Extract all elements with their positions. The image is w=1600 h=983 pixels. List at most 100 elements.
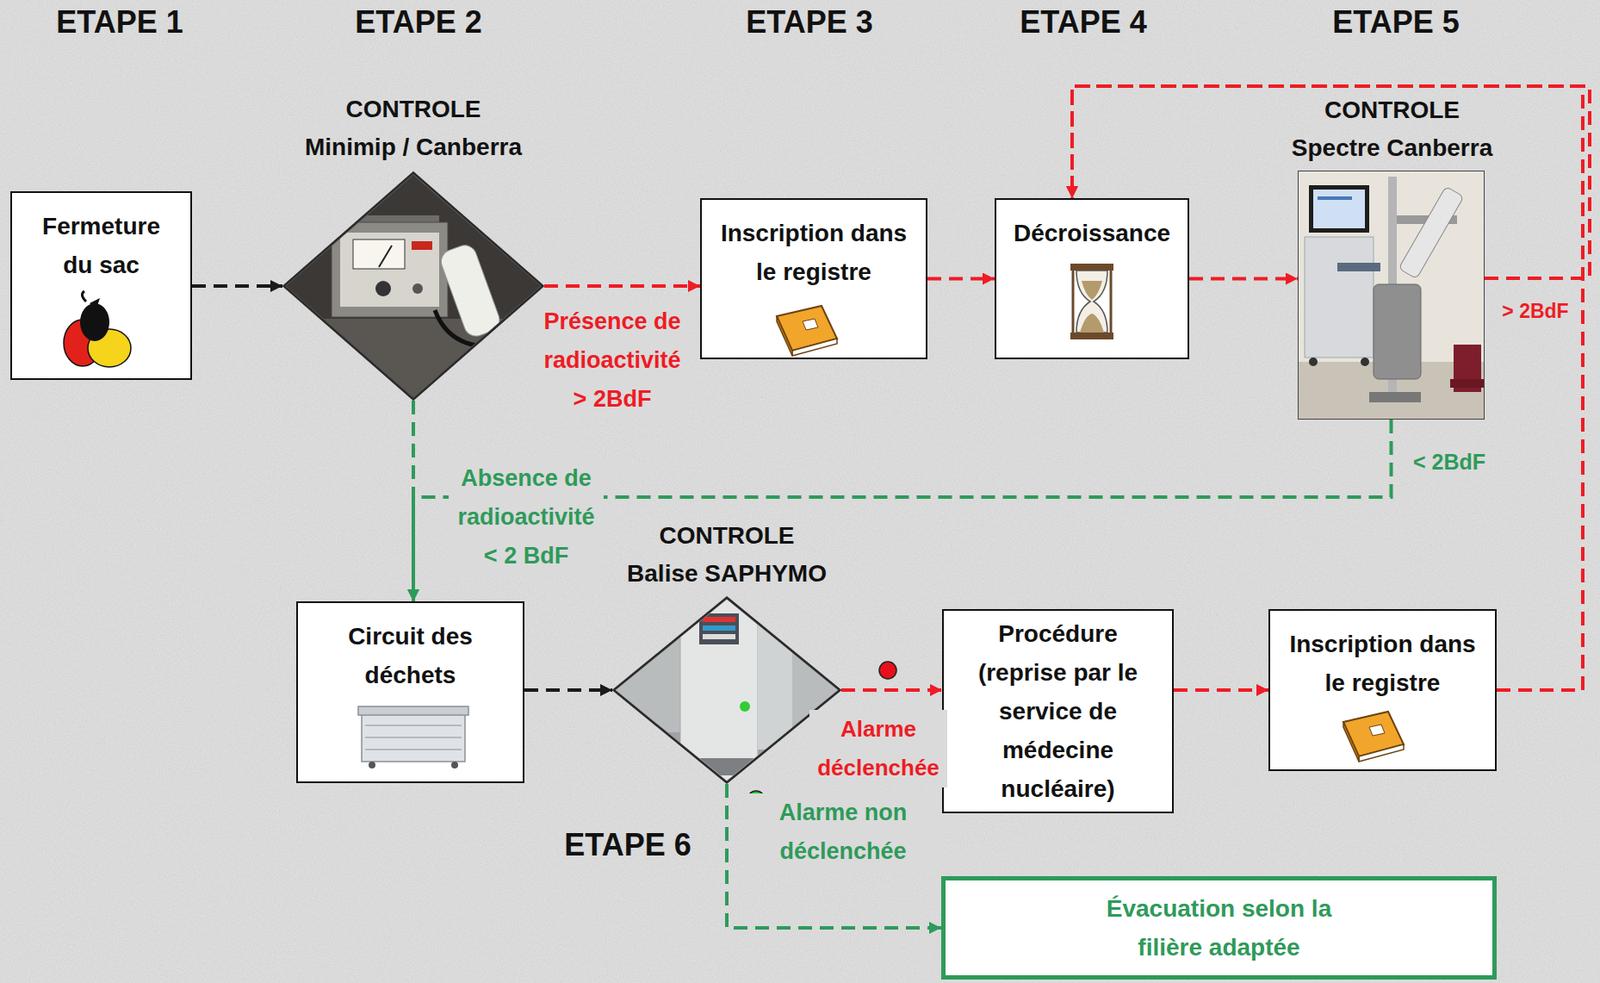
portal-display: [699, 613, 739, 645]
book-spine: [776, 316, 793, 356]
chair-seat: [1450, 378, 1484, 388]
step-label: ETAPE 1: [55, 3, 183, 42]
connector-arrow: [841, 688, 943, 692]
screen-bar: [1317, 196, 1352, 200]
hourglass-glass: [1076, 270, 1108, 333]
connector-arrow: [1072, 86, 1583, 690]
book-pages: [1358, 744, 1404, 762]
edge-label-holder: Absence de radioactivité < 2 BdF: [448, 458, 604, 576]
control-heading: CONTROLE Minimip / Canberra: [300, 90, 527, 167]
photo-table: [282, 318, 545, 401]
edge-label: Présence de radioactivité > 2BdF: [534, 302, 690, 419]
connector-arrow: [1173, 688, 1269, 692]
alarm-dot-red: [879, 661, 897, 679]
photo-wall: [1298, 171, 1484, 419]
terminal-box: Évacuation selon la filière adaptée: [941, 875, 1497, 980]
control-heading: CONTROLE Balise SAPHYMO: [623, 516, 831, 593]
hourglass-post: [1110, 270, 1113, 333]
display-row: [702, 616, 736, 622]
connector-arrow: [927, 277, 995, 281]
canberra-photo: [1298, 171, 1484, 419]
waste-bag-icon: [63, 291, 131, 367]
book-spine: [1343, 721, 1359, 762]
monitor: [1308, 185, 1370, 233]
process-box: Fermeture du sac: [10, 191, 193, 380]
wheel: [1360, 357, 1370, 366]
waste-bin-icon: [358, 706, 469, 769]
detector-arm: [1396, 215, 1458, 224]
diamond-outline: [612, 595, 842, 784]
pole: [1388, 176, 1397, 392]
display-row: [702, 633, 736, 639]
portal-button: [739, 700, 751, 712]
black-bag: [80, 303, 110, 342]
decision-diamond: CONTROLE Minimip / Canberra: [282, 171, 545, 401]
diamond-shape: [284, 173, 544, 400]
device-panel: [340, 232, 440, 307]
minimip-photo: [282, 171, 545, 401]
box-text: Inscription dans le registre: [1284, 624, 1482, 702]
register-book-icon: [1343, 711, 1404, 762]
connector-arrow: [413, 419, 1392, 602]
chair: [1453, 344, 1482, 392]
diamond-outline: [282, 171, 545, 401]
book-cover: [776, 305, 838, 351]
device-housing: [331, 222, 448, 317]
bin-lid: [358, 706, 469, 715]
step-label-holder: ETAPE 1: [24, 3, 215, 42]
portal-side: [757, 602, 793, 750]
step-label-holder: ETAPE 4: [988, 3, 1179, 42]
control-station: CONTROLE Spectre Canberra: [1297, 170, 1485, 420]
hourglass-sand: [1079, 313, 1104, 333]
step-label: ETAPE 3: [745, 3, 873, 42]
hourglass-icon: [1070, 263, 1114, 340]
device-knob: [412, 283, 423, 294]
keyboard: [1337, 262, 1381, 272]
diamond-shape: [613, 597, 841, 783]
photo-floor: [1298, 361, 1484, 419]
hourglass-post: [1072, 270, 1075, 333]
probe-cable: [434, 310, 509, 347]
step-label: ETAPE 6: [564, 825, 691, 864]
step-label: ETAPE 2: [354, 3, 482, 42]
display-row: [702, 625, 736, 631]
hourglass-plate: [1070, 332, 1114, 340]
box-text: Circuit des déchets: [337, 616, 484, 695]
bag-tie: [81, 291, 87, 302]
bin-rib: [365, 736, 462, 738]
control-heading: CONTROLE Spectre Canberra: [1284, 91, 1501, 168]
red-bag: [63, 319, 102, 366]
bin-rib: [365, 748, 462, 751]
hourglass-plate: [1070, 263, 1114, 271]
step-label: ETAPE 5: [1332, 3, 1459, 42]
meter-needle: [378, 245, 392, 267]
edge-label-holder: Alarme déclenchée: [809, 709, 948, 788]
edge-label: < 2BdF: [1410, 446, 1489, 478]
box-text: Décroissance: [1010, 213, 1174, 253]
connector-arrow: [726, 783, 942, 928]
edge-label: Absence de radioactivité < 2 BdF: [448, 458, 604, 576]
step-label-holder: ETAPE 6: [533, 825, 723, 864]
step-label-holder: ETAPE 2: [323, 3, 514, 42]
lead-shield: [1373, 284, 1421, 379]
device-knob: [375, 280, 391, 297]
saphymo-photo: [612, 595, 842, 784]
connector-arrow: [524, 688, 613, 692]
wheel: [368, 761, 376, 769]
probe: [437, 241, 503, 340]
connector-arrow: [192, 284, 283, 288]
wheel: [451, 761, 459, 769]
bag-tie: [89, 297, 100, 309]
pole-base: [1369, 391, 1421, 403]
process-box: Inscription dans le registre: [1268, 608, 1497, 771]
edge-label-holder: Présence de radioactivité > 2BdF: [534, 302, 690, 419]
process-box: Procédure (reprise par le service de méd…: [942, 608, 1174, 813]
book-label: [1369, 724, 1385, 736]
step-label-holder: ETAPE 3: [714, 3, 905, 42]
edge-label-holder: > 2BdF: [1492, 296, 1579, 326]
photo-background: [612, 595, 842, 784]
edge-label-holder: Alarme non déclenchée: [744, 793, 943, 871]
book-pages: [792, 338, 838, 356]
hourglass-sand: [1081, 280, 1103, 300]
